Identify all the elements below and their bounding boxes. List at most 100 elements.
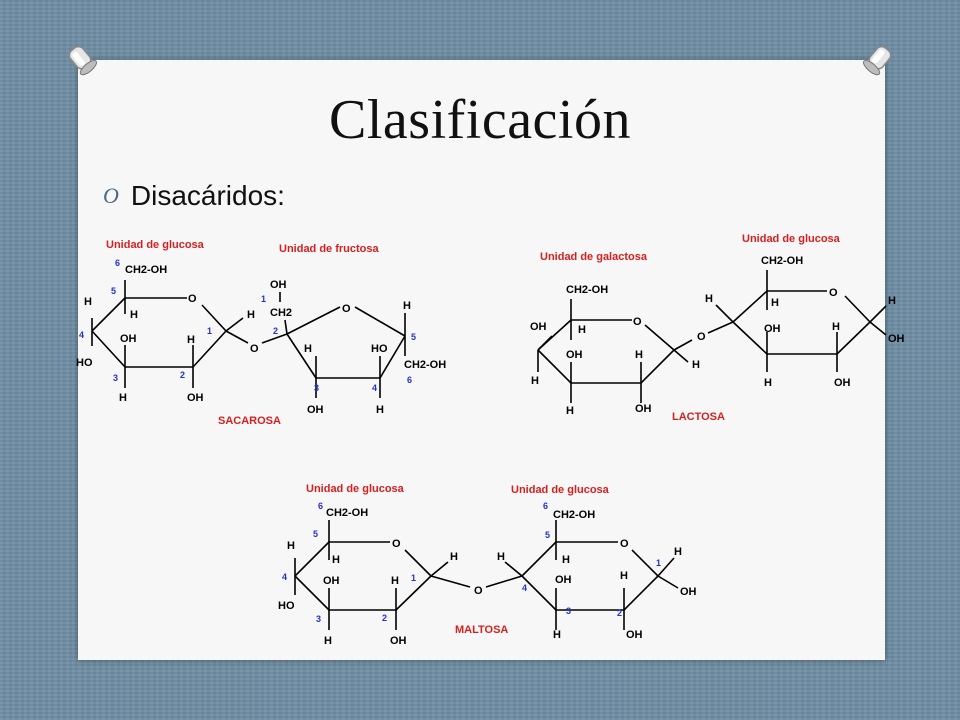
atom-label: OH (764, 323, 781, 335)
atom-label: OH (566, 349, 583, 361)
carbon-number: 5 (545, 530, 550, 540)
lactosa-unit-galactose-label: Unidad de galactosa (540, 251, 648, 263)
atom-label: O (829, 287, 838, 299)
carbon-number: 1 (411, 573, 416, 583)
atom-label: HO (278, 600, 295, 612)
carbon-number: 3 (316, 614, 321, 624)
atom-label: H (450, 551, 458, 563)
atom-label: H (566, 405, 574, 417)
atom-label: OH (120, 333, 137, 345)
atom-label: O (474, 585, 483, 597)
atom-label: HO (76, 357, 93, 369)
atom-label: H (562, 554, 570, 566)
carbon-number: 1 (207, 326, 212, 336)
atom-label: H (771, 297, 779, 309)
sacarosa-unit-glucose-label: Unidad de glucosa (106, 239, 205, 251)
atom-label: H (403, 300, 411, 312)
carbon-number: 2 (617, 608, 622, 618)
maltosa-structure: Unidad de glucosa Unidad de glucosa CH2-… (278, 483, 697, 647)
carbon-number: 3 (314, 383, 319, 393)
sacarosa-name: SACAROSA (218, 415, 281, 427)
atom-label: O (633, 316, 642, 328)
atom-label: H (304, 343, 312, 355)
atom-label: CH2-OH (125, 264, 167, 276)
atom-label: H (531, 375, 539, 387)
atom-label: H (832, 321, 840, 333)
atom-label: CH2-OH (566, 284, 608, 296)
carbon-number: 2 (382, 613, 387, 623)
carbon-number: 5 (313, 529, 318, 539)
carbon-number: 4 (372, 383, 377, 393)
atom-label: CH2-OH (404, 359, 446, 371)
carbon-number: 4 (522, 583, 527, 593)
atom-label: H (119, 392, 127, 404)
carbon-number: 1 (261, 294, 266, 304)
maltosa-unit-glucose-right-label: Unidad de glucosa (511, 484, 610, 496)
carbon-number: 5 (111, 286, 116, 296)
atom-label: OH (680, 586, 697, 598)
atom-label: CH2-OH (326, 507, 368, 519)
atom-label: H (287, 540, 295, 552)
atom-label: O (697, 331, 706, 343)
carbon-number: 6 (318, 501, 323, 511)
carbon-number: 6 (543, 501, 548, 511)
atom-label: H (130, 309, 138, 321)
atom-label: OH (635, 403, 652, 415)
carbon-number: 1 (656, 558, 661, 568)
atom-label: H (635, 349, 643, 361)
bullet-text: Disacáridos: (130, 180, 285, 211)
atom-label: O (342, 303, 351, 315)
sacarosa-structure: Unidad de glucosa Unidad de fructosa CH2… (76, 239, 446, 427)
maltosa-name: MALTOSA (455, 624, 508, 636)
atom-label: OH (390, 635, 407, 647)
atom-label: CH2 (270, 307, 292, 319)
atom-label: O (250, 343, 259, 355)
atom-label: CH2-OH (761, 255, 803, 267)
atom-label: O (188, 293, 197, 305)
carbon-number: 2 (273, 326, 278, 336)
sacarosa-unit-fructose-label: Unidad de fructosa (279, 243, 380, 255)
maltosa-unit-glucose-left-label: Unidad de glucosa (306, 483, 405, 495)
atom-label: H (497, 551, 505, 563)
pushpin-icon (68, 45, 98, 76)
carbon-number: 4 (79, 330, 84, 340)
atom-label: H (674, 546, 682, 558)
atom-label: O (620, 538, 629, 550)
carbon-number: 3 (113, 373, 118, 383)
atom-label: H (620, 570, 628, 582)
atom-label: OH (270, 279, 287, 291)
atom-label: OH (323, 575, 340, 587)
atom-label: H (692, 359, 700, 371)
bullet-item: O Disacáridos: (103, 180, 285, 212)
atom-label: HO (371, 343, 388, 355)
atom-label: H (187, 334, 195, 346)
atom-label: H (247, 309, 255, 321)
atom-label: H (391, 575, 399, 587)
lactosa-unit-glucose-label: Unidad de glucosa (742, 233, 841, 245)
atom-label: OH (834, 377, 851, 389)
carbon-number: 6 (407, 375, 412, 385)
atom-label: H (376, 404, 384, 416)
carbon-number: 4 (282, 572, 287, 582)
atom-label: OH (888, 333, 905, 345)
atom-label: H (578, 324, 586, 336)
carbon-number: 6 (115, 258, 120, 268)
slide-title: Clasificación (329, 89, 631, 151)
atom-label: H (332, 554, 340, 566)
atom-label: OH (530, 321, 547, 333)
atom-label: OH (555, 574, 572, 586)
atom-label: OH (307, 404, 324, 416)
slide-canvas (78, 60, 885, 660)
atom-label: CH2-OH (553, 509, 595, 521)
lactosa-name: LACTOSA (672, 411, 725, 423)
bullet-o-icon: O (103, 183, 119, 208)
carbon-number: 2 (180, 370, 185, 380)
atom-label: OH (626, 629, 643, 641)
atom-label: H (553, 629, 561, 641)
lactosa-structure: Unidad de galactosa Unidad de glucosa CH… (530, 233, 905, 423)
carbon-number: 5 (411, 332, 416, 342)
atom-label: H (84, 296, 92, 308)
atom-label: H (324, 635, 332, 647)
atom-label: H (705, 293, 713, 305)
